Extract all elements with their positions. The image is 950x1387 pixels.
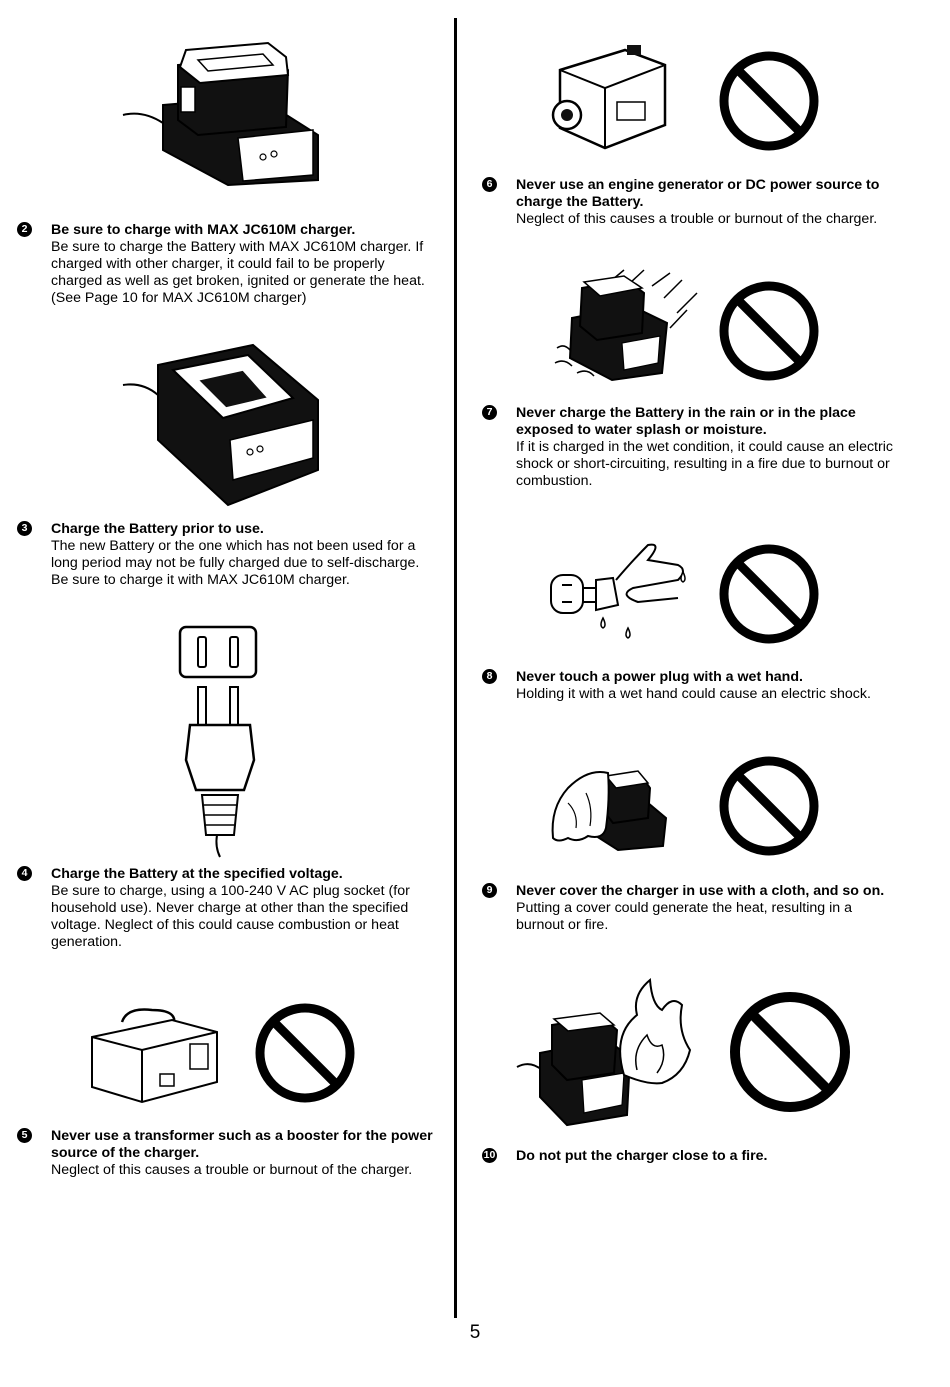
safety-item-7: 7 Never charge the Battery in the rain o… xyxy=(482,405,902,490)
item-heading: Be sure to charge with MAX JC610M charge… xyxy=(51,222,356,238)
item-heading: Never charge the Battery in the rain or … xyxy=(516,405,856,438)
safety-item-9: 9 Never cover the charger in use with a … xyxy=(482,883,902,934)
prohibition-icon xyxy=(718,50,820,152)
item-heading: Do not put the charger close to a fire. xyxy=(516,1148,768,1164)
item-heading: Charge the Battery prior to use. xyxy=(51,521,264,537)
item-number-badge: 6 xyxy=(482,177,497,192)
prohibition-icon xyxy=(728,990,852,1114)
item-number-badge: 9 xyxy=(482,883,497,898)
item-body: Putting a cover could generate the heat,… xyxy=(516,900,852,933)
prohibition-icon xyxy=(718,755,820,857)
item-body: Be sure to charge the Battery with MAX J… xyxy=(51,239,425,306)
prohibition-icon xyxy=(718,280,820,382)
safety-item-2: 2 Be sure to charge with MAX JC610M char… xyxy=(17,222,437,307)
item-number-badge: 8 xyxy=(482,669,497,684)
safety-item-4: 4 Charge the Battery at the specified vo… xyxy=(17,866,437,951)
safety-item-3: 3 Charge the Battery prior to use. The n… xyxy=(17,521,437,589)
item-heading: Never cover the charger in use with a cl… xyxy=(516,883,885,899)
item-body: Neglect of this causes a trouble or burn… xyxy=(516,211,878,227)
charger-near-fire-illustration xyxy=(512,975,692,1130)
item-heading: Never touch a power plug with a wet hand… xyxy=(516,669,803,685)
item-body: Holding it with a wet hand could cause a… xyxy=(516,686,871,702)
item-number-badge: 7 xyxy=(482,405,497,420)
prohibition-icon xyxy=(254,1002,356,1104)
safety-item-6: 6 Never use an engine generator or DC po… xyxy=(482,177,902,228)
item-heading: Never use an engine generator or DC powe… xyxy=(516,177,880,210)
item-heading: Charge the Battery at the specified volt… xyxy=(51,866,343,882)
column-divider xyxy=(454,18,457,1318)
item-heading: Never use a transformer such as a booste… xyxy=(51,1128,433,1161)
engine-generator-illustration xyxy=(545,40,675,160)
charger-in-rain-illustration xyxy=(552,268,702,383)
transformer-illustration xyxy=(82,1002,222,1107)
item-body: Be sure to charge, using a 100-240 V AC … xyxy=(51,883,410,950)
prohibition-icon xyxy=(718,543,820,645)
item-number-badge: 4 xyxy=(17,866,32,881)
item-number-badge: 5 xyxy=(17,1128,32,1143)
item-number-badge: 2 xyxy=(17,222,32,237)
socket-and-plug-illustration xyxy=(172,625,267,860)
charger-empty-illustration xyxy=(118,340,328,510)
wet-hand-plug-illustration xyxy=(548,540,703,640)
charger-with-battery-illustration xyxy=(118,35,328,190)
item-number-badge: 3 xyxy=(17,521,32,536)
safety-item-10: 10 Do not put the charger close to a fir… xyxy=(482,1148,902,1165)
item-number-badge: 10 xyxy=(482,1148,497,1163)
safety-item-8: 8 Never touch a power plug with a wet ha… xyxy=(482,669,902,703)
item-body: If it is charged in the wet condition, i… xyxy=(516,439,893,489)
item-body: The new Battery or the one which has not… xyxy=(51,538,420,588)
item-body: Neglect of this causes a trouble or burn… xyxy=(51,1162,413,1178)
safety-item-5: 5 Never use a transformer such as a boos… xyxy=(17,1128,437,1179)
page-number: 5 xyxy=(469,1322,481,1343)
charger-covered-with-cloth-illustration xyxy=(548,758,668,853)
